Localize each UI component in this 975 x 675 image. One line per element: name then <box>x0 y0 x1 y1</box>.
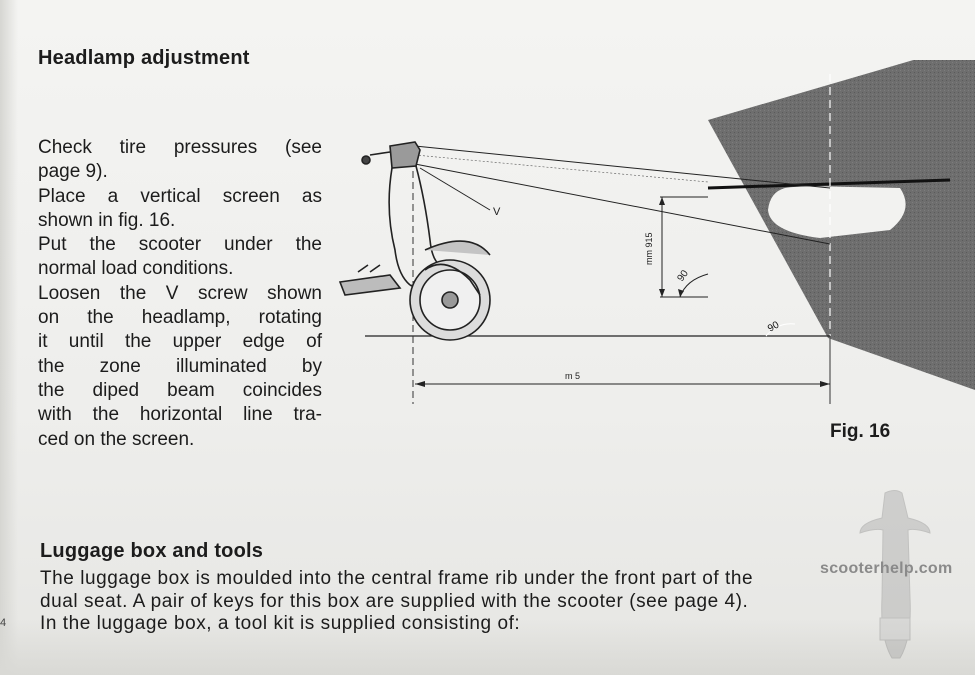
text-line: the zone illuminated by <box>38 355 322 377</box>
section-title-luggage: Luggage box and tools <box>40 540 264 562</box>
angle-label-screen: 90 <box>675 268 691 284</box>
section-title-headlamp: Headlamp adjustment <box>38 47 250 69</box>
text-line: Check tire pressures (see <box>38 137 322 158</box>
page-edge-shadow <box>0 0 18 675</box>
beam-upper-line <box>414 145 831 189</box>
headlamp-instructions: Check tire pressures (see page 9). Place… <box>38 136 322 452</box>
page-bottom-shadow <box>0 620 975 675</box>
text-line: Place a vertical screen as <box>38 185 322 207</box>
figure-caption: Fig. 16 <box>830 421 891 442</box>
angle-arc-ground <box>765 323 796 337</box>
scooter-logo-watermark <box>859 490 931 659</box>
text-line: The luggage box is moulded into the cent… <box>40 568 754 589</box>
text-line: it until the upper edge of <box>38 331 322 353</box>
scooter-drawing <box>338 141 491 341</box>
text-line: normal load conditions. <box>38 258 234 280</box>
headlamp-diagram: mm 915 90 90 m 5 V <box>338 60 975 404</box>
v-screw-label: V <box>493 206 501 218</box>
text-line: In the luggage box, a tool kit is suppli… <box>40 613 521 634</box>
distance-arrow-right <box>820 381 830 387</box>
text-line: ced on the screen. <box>38 428 195 450</box>
text-line: Loosen the V screw shown <box>38 282 322 304</box>
text-line: with the horizontal line tra- <box>38 404 322 426</box>
horizontal-line <box>707 178 951 190</box>
v-screw-leader <box>419 167 491 211</box>
page-number: 4 <box>0 617 7 629</box>
height-arrow-top <box>659 197 665 205</box>
distance-arrow-left <box>415 381 425 387</box>
angle-label-ground: 90 <box>766 319 782 334</box>
text-line: page 9). <box>38 161 108 183</box>
text-line: on the headlamp, rotating <box>38 307 322 329</box>
text-line: dual seat. A pair of keys for this box a… <box>40 590 749 612</box>
text-line: Put the scooter under the <box>38 234 322 256</box>
distance-label: m 5 <box>565 371 580 381</box>
height-arrow-bottom <box>659 289 665 297</box>
beam-axis-line <box>414 154 709 183</box>
angle-arrow-screen <box>678 289 684 297</box>
text-line: shown in fig. 16. <box>38 209 176 231</box>
luggage-instructions: The luggage box is moulded into the cent… <box>40 568 920 636</box>
height-label: mm 915 <box>644 232 654 265</box>
text-line: the diped beam coincides <box>38 379 322 401</box>
beam-lower-line <box>414 163 831 245</box>
watermark-text: scooterhelp.com <box>820 560 953 577</box>
illuminated-zone <box>768 186 906 238</box>
